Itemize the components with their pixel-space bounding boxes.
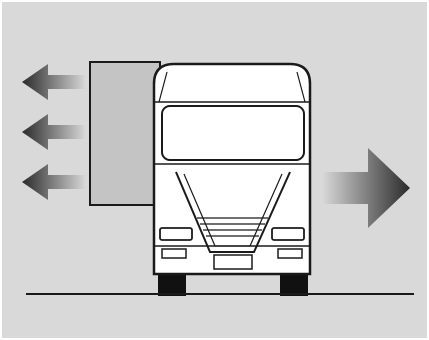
side-panel [90,62,160,205]
right-headlight [272,228,304,240]
truck-diagram [2,2,427,338]
cab-body [154,64,310,274]
left-headlight [160,228,192,240]
left-fog-light [162,249,186,258]
truck-front-icon [154,64,310,296]
windshield [162,106,304,160]
license-plate [214,255,252,269]
left-arrows [22,64,86,200]
right-fog-light [278,249,302,258]
